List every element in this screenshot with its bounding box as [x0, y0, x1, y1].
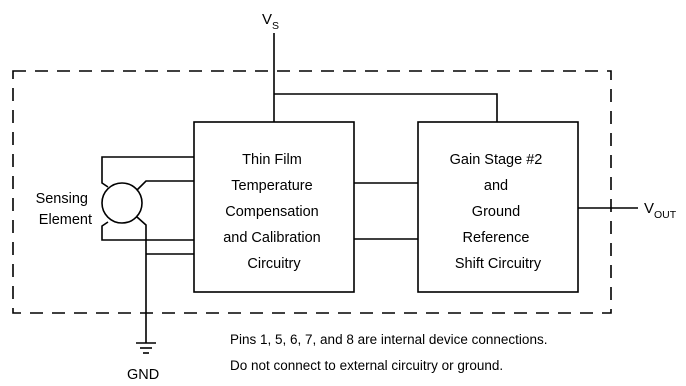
- sensor-right-wire: [136, 180, 194, 191]
- compensation-block: [193, 121, 355, 293]
- wires: [101, 33, 638, 343]
- ground-label: GND: [127, 367, 159, 383]
- supply-branch-wire: [274, 93, 498, 122]
- compensation-block-label: Thin Film Temperature Compensation and C…: [223, 152, 325, 272]
- sensor-top-wire: [101, 156, 194, 188]
- pin-note: Pins 1, 5, 6, 7, and 8 are internal devi…: [230, 332, 551, 373]
- ground-symbol: [136, 342, 156, 354]
- gain-stage-block-label: Gain Stage #2 and Ground Reference Shift…: [450, 152, 547, 272]
- sensor-ground-wire: [136, 216, 147, 343]
- supply-label: VS: [262, 11, 279, 32]
- package-outline: [12, 70, 612, 314]
- sensing-element-label: Sensing Element: [36, 191, 92, 228]
- gain-stage-block: [417, 121, 579, 293]
- sensing-element-symbol: [101, 182, 143, 224]
- sensor-bottom-wire: [101, 221, 194, 241]
- output-label: VOUT: [644, 200, 677, 221]
